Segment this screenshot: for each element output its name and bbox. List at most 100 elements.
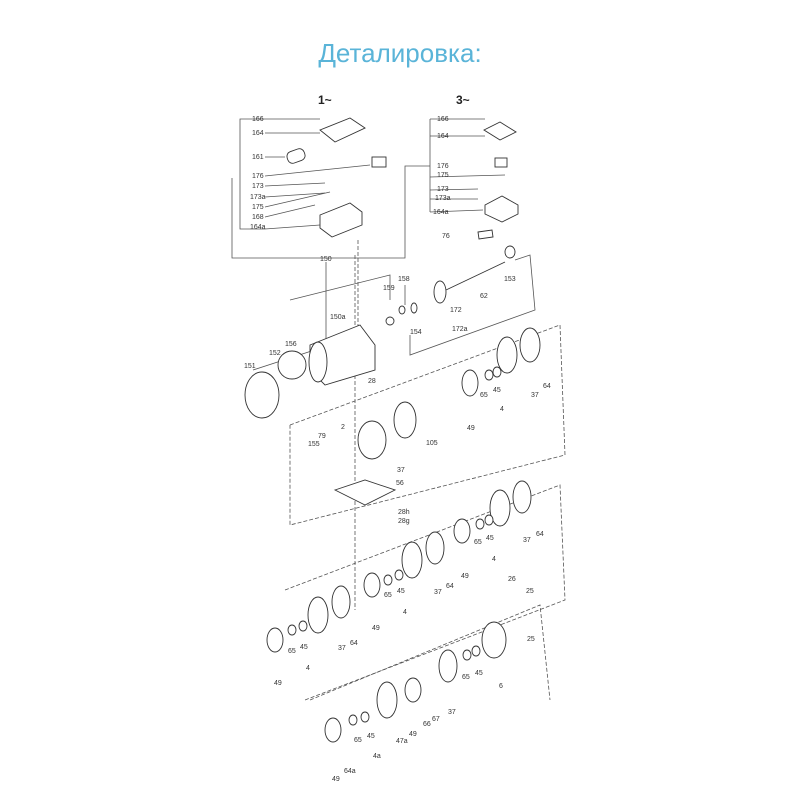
part-label: 175 xyxy=(437,172,449,179)
part-label: 67 xyxy=(432,716,440,723)
part-label: 45 xyxy=(486,535,494,542)
shaft xyxy=(445,261,506,291)
stage-disc xyxy=(484,514,494,526)
leader-line xyxy=(409,254,536,356)
part-label: 2 xyxy=(341,424,345,431)
terminal-box-cover xyxy=(483,121,517,141)
part-label: 173 xyxy=(252,183,264,190)
ring xyxy=(385,316,395,326)
part-label: 164a xyxy=(433,209,449,216)
fan-cover xyxy=(244,371,280,419)
leader-line xyxy=(289,324,566,526)
part-label: 65 xyxy=(462,674,470,681)
part-label: 4 xyxy=(306,665,310,672)
part-label: 62 xyxy=(480,293,488,300)
stage-disc xyxy=(475,518,485,530)
part-label: 26 xyxy=(508,576,516,583)
stage-disc xyxy=(376,681,398,719)
stage-disc xyxy=(324,717,342,743)
part-label: 173a xyxy=(250,194,266,201)
part-label: 66 xyxy=(423,721,431,728)
part-label: 173a xyxy=(435,195,451,202)
stage-disc xyxy=(287,624,297,636)
stage-disc xyxy=(266,627,284,653)
part-label: 37 xyxy=(531,392,539,399)
stage-disc xyxy=(331,585,351,619)
part-label: 65 xyxy=(354,737,362,744)
stage-disc xyxy=(519,327,541,363)
leader-line xyxy=(429,174,506,178)
leader-line xyxy=(309,604,551,701)
stage-disc xyxy=(461,369,479,397)
terminal-block xyxy=(371,156,387,168)
part-label: 64a xyxy=(344,768,356,775)
part-label: 164 xyxy=(252,130,264,137)
part-label: 4a xyxy=(373,753,381,760)
stage-disc xyxy=(438,649,458,683)
leader-line xyxy=(264,192,326,198)
leader-line xyxy=(289,274,391,301)
stage-disc xyxy=(363,572,381,598)
stage-disc xyxy=(471,645,481,657)
part-label: 45 xyxy=(397,588,405,595)
part-label: 105 xyxy=(426,440,438,447)
part-label: 65 xyxy=(474,539,482,546)
stage-disc xyxy=(453,518,471,544)
part-label: 28g xyxy=(398,518,410,525)
bearing xyxy=(504,245,516,259)
part-label: 4 xyxy=(500,406,504,413)
label-plate xyxy=(477,229,494,240)
part-label: 76 xyxy=(442,233,450,240)
part-label: 65 xyxy=(288,648,296,655)
part-label: 45 xyxy=(367,733,375,740)
stage-disc xyxy=(484,369,494,381)
part-label: 158 xyxy=(398,276,410,283)
part-label: 176 xyxy=(437,163,449,170)
part-label: 150 xyxy=(320,256,332,263)
stage-disc xyxy=(357,420,387,460)
part-label: 49 xyxy=(372,625,380,632)
part-label: 56 xyxy=(396,480,404,487)
part-label: 64 xyxy=(536,531,544,538)
part-label: 161 xyxy=(252,154,264,161)
part-label: 49 xyxy=(409,731,417,738)
part-label: 79 xyxy=(318,433,326,440)
bearing-small xyxy=(410,302,418,314)
terminal-block xyxy=(494,157,508,168)
part-label: 166 xyxy=(437,116,449,123)
leader-line xyxy=(231,165,430,259)
washer xyxy=(398,305,406,315)
part-label: 28h xyxy=(398,509,410,516)
stage-disc xyxy=(496,336,518,374)
part-label: 37 xyxy=(397,467,405,474)
stage-disc xyxy=(481,621,507,659)
leader-line xyxy=(264,191,331,208)
stage-disc xyxy=(425,531,445,565)
part-label: 25 xyxy=(526,588,534,595)
stage-disc xyxy=(360,711,370,723)
three-phase-header: 3~ xyxy=(456,93,470,107)
fan xyxy=(277,350,307,380)
terminal-box-base xyxy=(319,202,363,238)
leader-line xyxy=(429,188,479,191)
part-label: 45 xyxy=(493,387,501,394)
terminal-box-base xyxy=(484,195,519,223)
stage-disc xyxy=(307,596,329,634)
part-label: 49 xyxy=(332,776,340,783)
part-label: 152 xyxy=(269,350,281,357)
part-label: 4 xyxy=(403,609,407,616)
part-label: 28 xyxy=(368,378,376,385)
leader-line xyxy=(264,182,326,187)
stage-disc xyxy=(404,677,422,703)
terminal-box-cover xyxy=(319,117,366,143)
leader-line xyxy=(264,204,316,218)
leader-line xyxy=(264,224,321,230)
page-title: Деталировка: xyxy=(318,38,482,68)
part-label: 155 xyxy=(308,441,320,448)
stage-disc xyxy=(394,569,404,581)
part-label: 49 xyxy=(467,425,475,432)
stage-disc xyxy=(383,574,393,586)
stage-disc xyxy=(462,649,472,661)
part-label: 49 xyxy=(274,680,282,687)
